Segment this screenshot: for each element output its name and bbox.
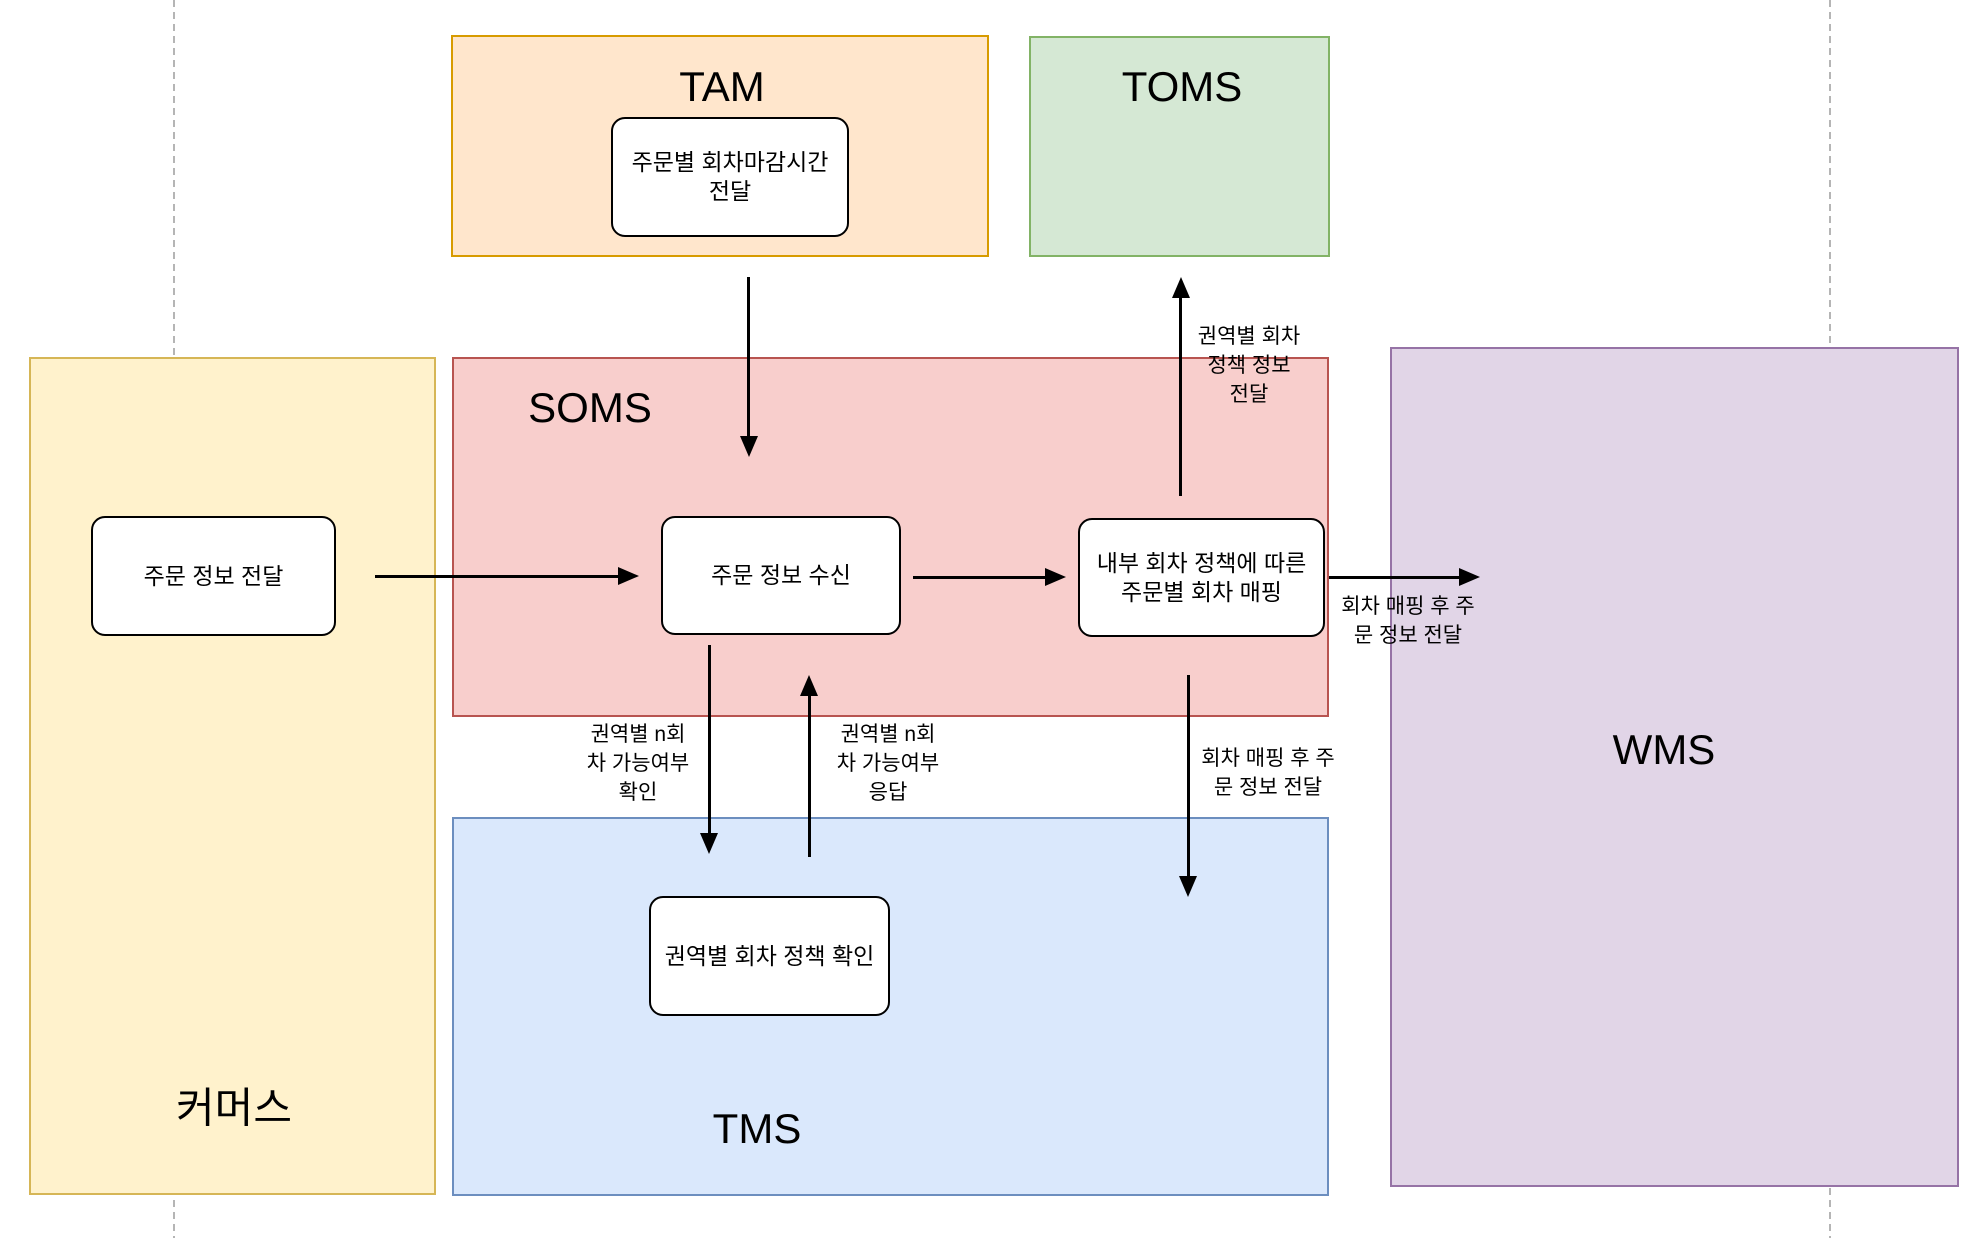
arrow-line — [808, 694, 811, 857]
node-soms-receive-order: 주문 정보 수신 — [661, 516, 901, 635]
node-soms-round-mapping: 내부 회차 정책에 따른 주문별 회차 매핑 — [1078, 518, 1325, 637]
arrowhead-right — [1045, 568, 1066, 586]
system-box-wms: WMS — [1390, 347, 1959, 1187]
system-label-wms: WMS — [1612, 726, 1716, 773]
arrowhead-up — [1172, 277, 1190, 298]
system-label-toms: TOMS — [1121, 63, 1243, 110]
node-tms-check-policy: 권역별 회차 정책 확인 — [649, 896, 890, 1016]
edge-label-rounds-reply: 권역별 n회 차 가능여부 응답 — [836, 723, 940, 804]
arrowhead-right — [1459, 568, 1480, 586]
system-box-tms: TMS — [452, 817, 1329, 1196]
system-box-commerce: 커머스 — [29, 357, 436, 1195]
arrow-line — [747, 277, 750, 439]
arrow-line — [913, 576, 1047, 579]
arrow-line — [1187, 675, 1190, 878]
system-label-tms: TMS — [712, 1105, 802, 1152]
system-label-tam: TAM — [679, 63, 765, 110]
arrowhead-down — [740, 436, 758, 457]
edge-label-order-to-wms: 회차 매핑 후 주 문 정보 전달 — [1341, 595, 1475, 647]
system-label-soms: SOMS — [528, 384, 652, 431]
arrow-line — [708, 645, 711, 835]
arrow-line — [375, 575, 620, 578]
arrowhead-down — [1179, 876, 1197, 897]
edge-label-policy-to-toms: 권역별 회차 정책 정보 전달 — [1197, 325, 1301, 406]
system-box-toms: TOMS — [1029, 36, 1330, 257]
edge-label-check-rounds: 권역별 n회 차 가능여부 확인 — [586, 723, 690, 804]
arrowhead-right — [618, 567, 639, 585]
node-tam-deadline: 주문별 회차마감시간 전달 — [611, 117, 849, 237]
arrow-line — [1329, 576, 1460, 579]
arrowhead-up — [800, 675, 818, 696]
arrow-line — [1179, 296, 1182, 496]
arrowhead-down — [700, 833, 718, 854]
edge-label-order-to-tms: 회차 매핑 후 주 문 정보 전달 — [1201, 747, 1335, 799]
system-label-commerce: 커머스 — [176, 1084, 292, 1132]
node-commerce-send-order: 주문 정보 전달 — [91, 516, 336, 636]
